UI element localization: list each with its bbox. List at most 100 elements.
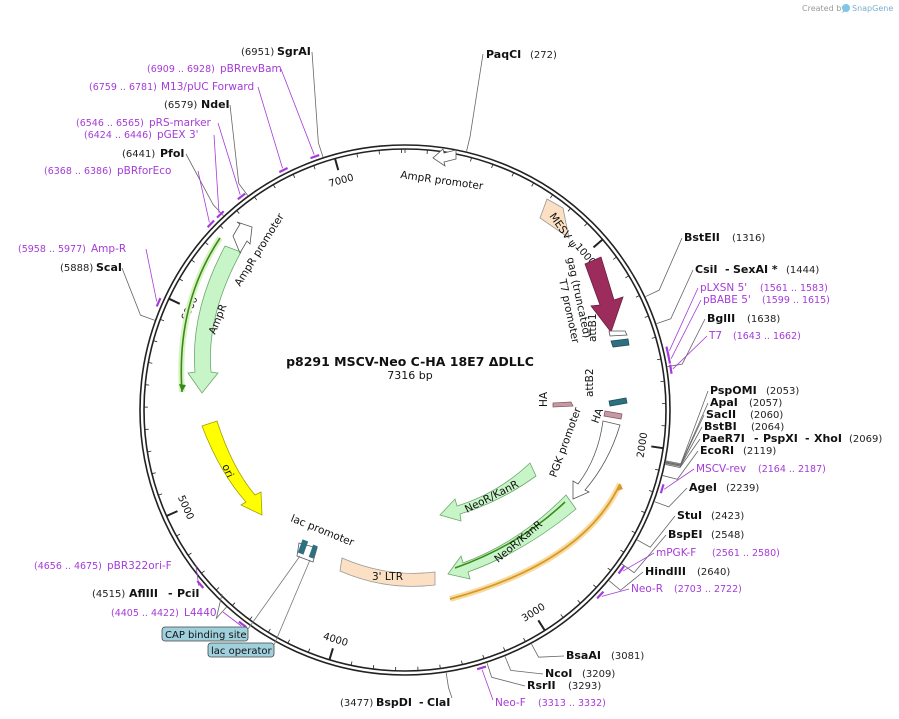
minor-tick (231, 602, 236, 606)
site-csii[interactable]: CsiI (695, 263, 717, 276)
feature-ampr[interactable] (187, 245, 242, 394)
ampr-orf-arrowhead (179, 384, 186, 392)
feature-ori[interactable] (201, 420, 263, 516)
primer-range-pbrrevbam: (6909 .. 6928) (147, 64, 215, 75)
site-pos-sacii: (2060) (750, 410, 783, 421)
site-apai[interactable]: ApaI (710, 396, 738, 409)
feature-attb1[interactable] (610, 338, 630, 348)
minor-tick (625, 275, 630, 279)
minor-tick (201, 570, 205, 574)
site-pcii[interactable]: PciI (177, 587, 199, 600)
site-leader-line (504, 656, 544, 675)
site-bstbi[interactable]: BstBI (704, 420, 737, 433)
primer-leader-line (670, 299, 702, 359)
primer-leader-line (622, 552, 655, 572)
feature-ampr-promoter-left[interactable] (232, 221, 253, 254)
site-pos-ndei: (6579) (164, 100, 197, 111)
feature-attb2[interactable] (608, 397, 628, 407)
feature-ha-right[interactable] (603, 410, 623, 420)
primer-range-prs-marker: (6546 .. 6565) (76, 118, 144, 129)
site-stui[interactable]: StuI (677, 509, 702, 522)
site-leader-line (445, 672, 453, 699)
site-paqci[interactable]: PaqCI (486, 48, 521, 61)
primer-pbrforeco[interactable]: pBRforEco (117, 165, 171, 177)
site-bsteii[interactable]: BstEII (684, 231, 720, 244)
site-bglii[interactable]: BglII (707, 312, 735, 325)
minor-tick (577, 600, 581, 604)
minor-tick (511, 172, 515, 177)
primer-range-pbabe5: (1599 .. 1615) (762, 295, 830, 306)
primer-plxsn5[interactable]: pLXSN 5' (700, 282, 747, 294)
minor-tick (651, 336, 656, 339)
primer-range-mscv-rev: (2164 .. 2187) (758, 464, 826, 475)
site-sgrai[interactable]: SgrAI (277, 45, 311, 58)
site-hindiii[interactable]: HindIII (645, 565, 686, 578)
feature-label-ampr-promoter-top: AmpR promoter (400, 169, 485, 193)
site-ndei[interactable]: NdeI (201, 98, 230, 111)
site-leader-line (311, 51, 324, 158)
primer-l4440[interactable]: L4440 (184, 607, 217, 619)
site-pfoi[interactable]: PfoI (160, 147, 185, 160)
site-sexai[interactable]: SexAI * (733, 263, 778, 276)
feature-ampr-promoter-top[interactable] (432, 148, 457, 167)
site-leader-line (215, 593, 227, 620)
primer-amp-r[interactable]: Amp-R (91, 243, 126, 255)
major-tick (537, 619, 546, 631)
tag-cap-binding-site[interactable] (161, 626, 249, 642)
feature-ha-left[interactable] (552, 401, 574, 408)
site-agei[interactable]: AgeI (689, 481, 717, 494)
feature-neor-inner[interactable] (439, 462, 537, 522)
minor-tick (631, 530, 636, 534)
site-pspomi[interactable]: PspOMI (710, 384, 757, 397)
primer-prs-marker[interactable]: pRS-marker (149, 117, 212, 129)
minor-tick (470, 157, 472, 162)
primer-mark (596, 590, 605, 600)
primer-mark (216, 210, 225, 219)
minor-tick (160, 318, 165, 322)
feature-pgk-promoter[interactable] (572, 420, 621, 500)
feature-3-ltr[interactable] (339, 557, 436, 587)
site-leader-line (665, 426, 703, 467)
site-xhoi[interactable]: XhoI (814, 432, 842, 445)
primer-m13-puc-forward[interactable]: M13/pUC Forward (161, 81, 254, 93)
site-bspei[interactable]: BspEI (668, 528, 702, 541)
primer-pbr322ori-f[interactable]: pBR322ori-F (107, 560, 172, 572)
primer-neo-f[interactable]: Neo-F (495, 697, 526, 709)
tag-lac-operator-text: lac operator (211, 646, 272, 657)
feature-mesv-psi[interactable] (539, 198, 570, 239)
primer-mscv-rev[interactable]: MSCV-rev (696, 463, 746, 475)
site-pos-ncoi: (3209) (582, 669, 615, 680)
site-ncoi[interactable]: NcoI (545, 667, 572, 680)
site-leader-line (645, 237, 683, 297)
tag-lac-operator[interactable] (207, 642, 275, 658)
site-ecori[interactable]: EcoRI (700, 444, 734, 457)
site-clai[interactable]: ClaI (427, 696, 450, 709)
primer-mark (237, 192, 246, 201)
primer-leader-line (663, 468, 695, 490)
primer-mpgk-f[interactable]: mPGK-F (656, 547, 696, 559)
minor-tick (613, 256, 617, 260)
primer-t7[interactable]: T7 (708, 330, 722, 342)
site-leader-line (667, 318, 706, 367)
primer-pbrrevbam[interactable]: pBRrevBam (220, 63, 282, 75)
primer-range-pbrforeco: (6368 .. 6386) (44, 166, 112, 177)
primer-mark (238, 620, 247, 629)
site-afliii[interactable]: AflIII (129, 587, 158, 600)
feature-t7-promoter[interactable] (608, 330, 628, 337)
site-bsaai[interactable]: BsaAI (566, 649, 601, 662)
site-pspxi[interactable]: PspXI (763, 432, 798, 445)
primer-neo-r[interactable]: Neo-R (631, 583, 663, 595)
site-rsrii[interactable]: RsrII (527, 679, 556, 692)
primer-pgex3[interactable]: pGEX 3' (157, 129, 199, 141)
site-paer7i[interactable]: PaeR7I (702, 432, 745, 445)
site-pos-pfoi: (6441) (122, 149, 155, 160)
primer-range-neo-r: (2703 .. 2722) (674, 584, 742, 595)
tick-label: 2000 (636, 432, 651, 459)
primer-pbabe5[interactable]: pBABE 5' (703, 294, 751, 306)
site-bspdi[interactable]: BspDI (376, 696, 412, 709)
primer-range-t7: (1643 .. 1662) (733, 331, 801, 342)
site-scai[interactable]: ScaI (96, 261, 122, 274)
site-sacii[interactable]: SacII (706, 408, 736, 421)
site-pos-rsrii: (3293) (568, 681, 601, 692)
feature-gag[interactable] (584, 256, 624, 333)
